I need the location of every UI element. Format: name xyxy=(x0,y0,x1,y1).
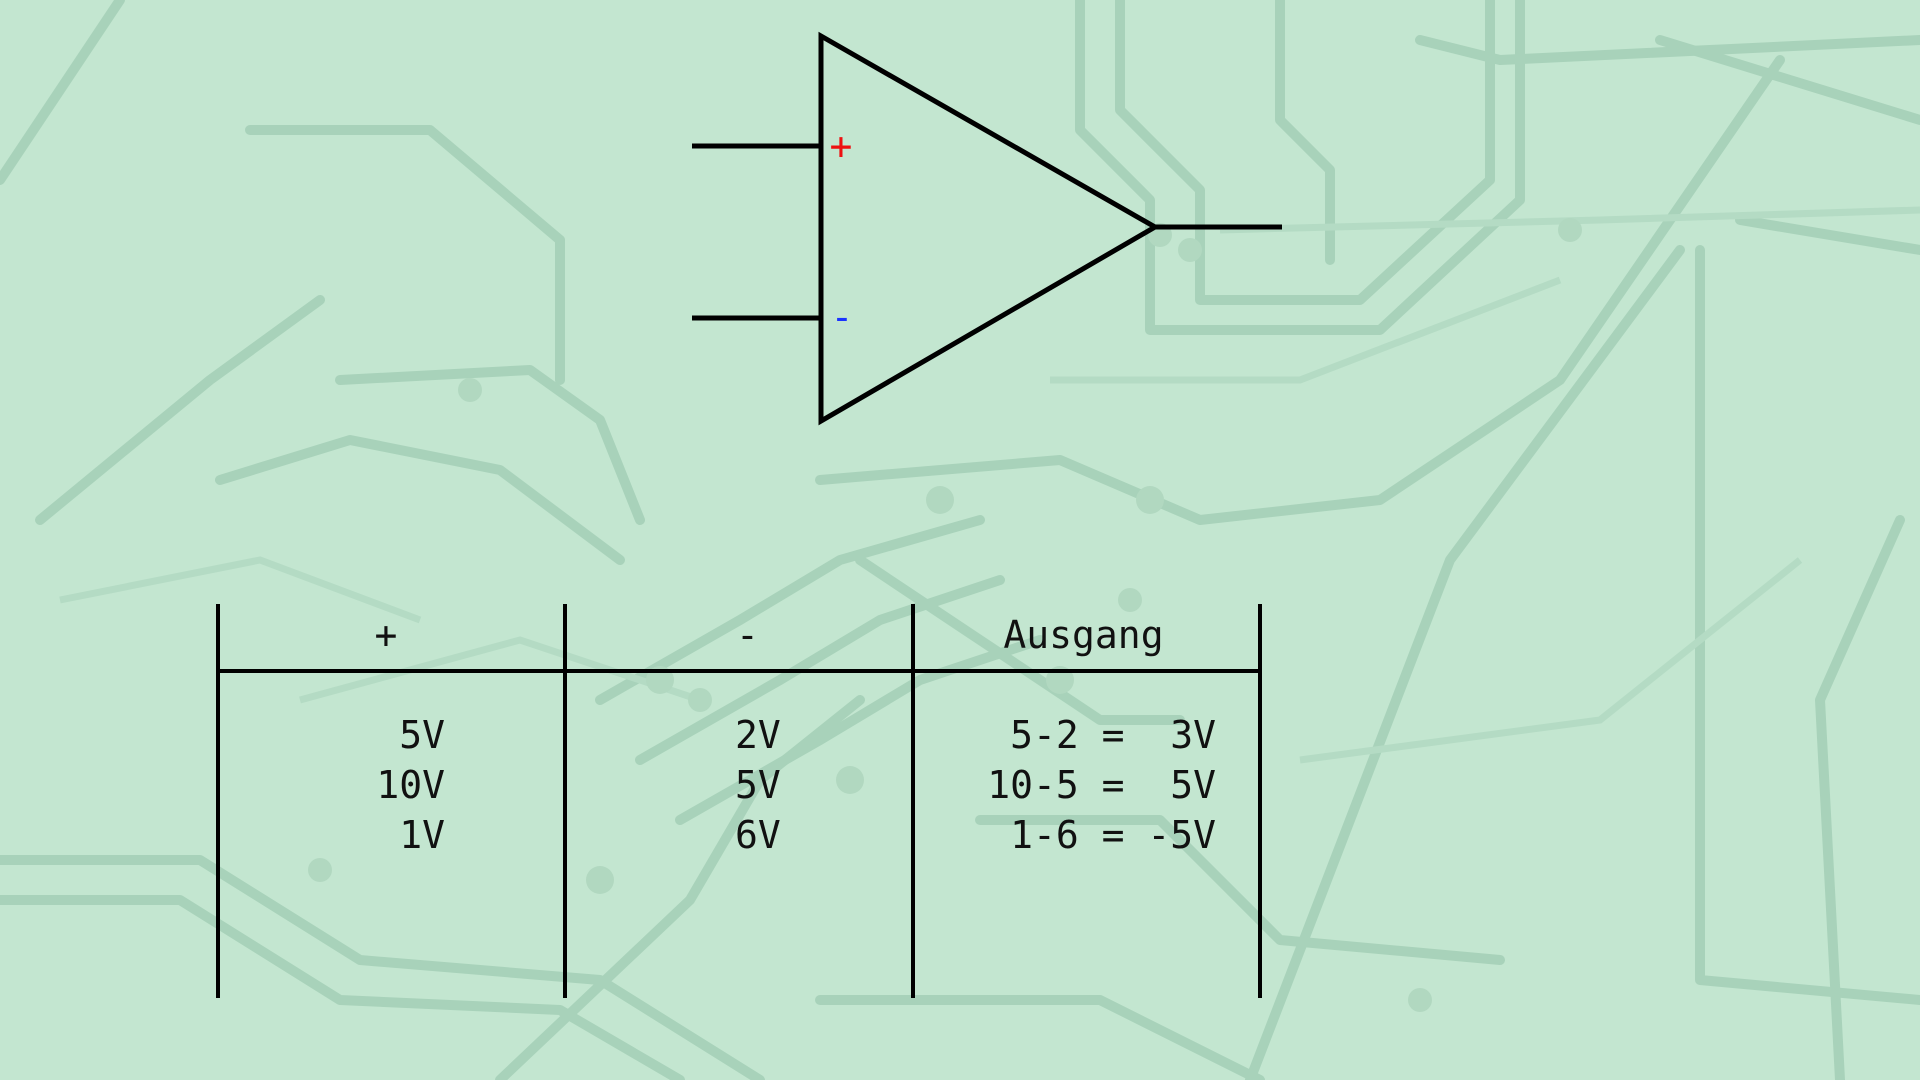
cell-plus: 10V xyxy=(376,763,445,807)
cell-output: 5-2 = 3V xyxy=(1010,713,1216,757)
table-border-right xyxy=(1258,604,1262,998)
cell-minus: 2V xyxy=(735,713,781,757)
cell-minus: 6V xyxy=(735,813,781,857)
cell-output: 1-6 = -5V xyxy=(1010,813,1216,857)
minus-sign: - xyxy=(831,295,854,339)
header-plus: + xyxy=(374,613,398,657)
table-divider-2 xyxy=(911,604,915,998)
op-amp-triangle xyxy=(818,31,1161,426)
cell-plus: 5V xyxy=(399,713,445,757)
table-header-rule xyxy=(216,669,1262,673)
table-divider-1 xyxy=(563,604,567,998)
table-border-left xyxy=(216,604,220,998)
cell-plus: 1V xyxy=(399,813,445,857)
header-minus: - xyxy=(736,613,759,657)
header-output: Ausgang xyxy=(1003,613,1164,657)
cell-output: 10-5 = 5V xyxy=(987,763,1216,807)
cell-minus: 5V xyxy=(735,763,781,807)
plus-sign: + xyxy=(830,124,853,168)
